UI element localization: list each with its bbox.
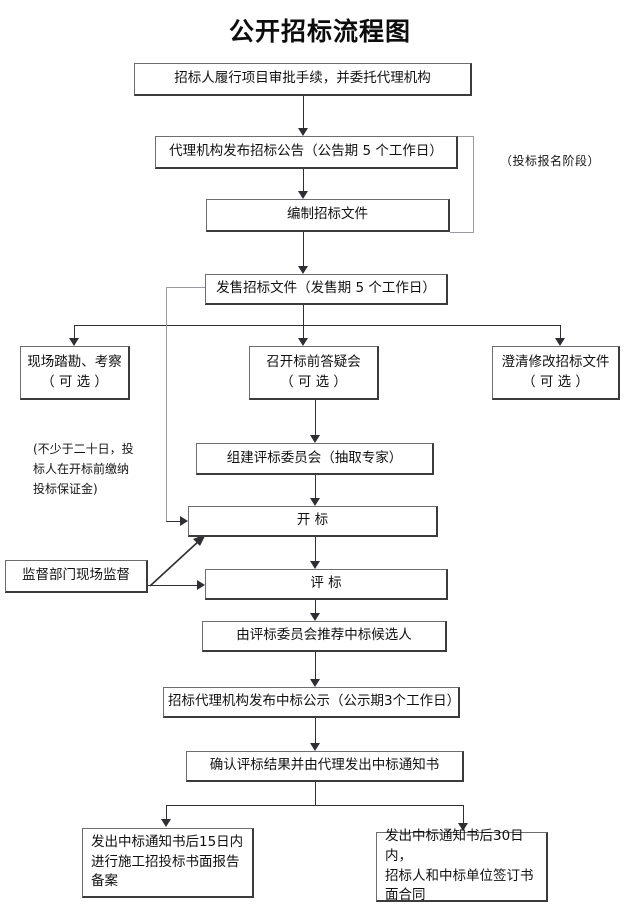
connector-bus-to-qa-meeting	[303, 325, 304, 338]
connector-sell-stem	[303, 305, 304, 326]
node-site-survey-label: 现场踏勘、考察 （ 可 选 ）	[27, 353, 122, 390]
node-supervision-label: 监督部门现场监督	[22, 567, 130, 584]
arrow-bus-to-report-15d-icon	[161, 819, 171, 827]
node-bid-review-label: 评 标	[310, 575, 342, 592]
connector-review-to-recommend	[315, 600, 316, 613]
node-bid-review[interactable]: 评 标	[205, 569, 448, 600]
bracket-top-segment	[458, 136, 474, 137]
feedback-rail-into-bid-opening	[166, 521, 180, 522]
node-approval-label: 招标人履行项目审批手续，并委托代理机构	[174, 70, 431, 87]
feedback-rail-top	[166, 287, 205, 288]
feedback-rail-vertical	[166, 287, 167, 522]
node-contract-30d[interactable]: 发出中标通知书后30日内， 招标人和中标单位签订书 面合同	[376, 828, 548, 903]
annotation-deposit-note: (不少于二十日，投 标人在开标前缴纳 投标保证金)	[33, 442, 134, 496]
node-qa-meeting-label: 召开标前答疑会 （ 可 选 ）	[266, 353, 361, 390]
arrow-qa-to-committee-icon	[310, 435, 320, 443]
arrow-bus-to-qa-meeting-icon	[298, 338, 308, 346]
connector-prepare-to-sell	[303, 232, 304, 266]
arrow-supervision-to-review-icon	[197, 580, 205, 590]
arrow-prepare-to-sell-icon	[298, 266, 308, 274]
connector-bus-to-report-15d	[166, 805, 167, 819]
connector-bus-to-contract-30d	[463, 805, 464, 823]
connector-publicity-to-notice	[315, 718, 316, 743]
connector-bid-opening-to-review	[315, 537, 316, 561]
node-report-15d[interactable]: 发出中标通知书后15日内 进行施工招投标书面报告 备案	[82, 828, 254, 898]
arrow-recommend-to-publicity-icon	[310, 679, 320, 687]
connector-supervision-to-review	[148, 585, 197, 586]
arrow-bus-to-site-survey-icon	[69, 338, 79, 346]
node-bid-opening[interactable]: 开 标	[188, 506, 438, 537]
arrow-bus-to-clarify-docs-icon	[555, 338, 565, 346]
connector-announcement-to-prepare	[303, 169, 304, 191]
page-title: 公开招标流程图	[228, 17, 411, 46]
node-sell-docs[interactable]: 发售招标文件（发售期 5 个工作日）	[205, 274, 448, 305]
node-notice[interactable]: 确认评标结果并由代理发出中标通知书	[186, 751, 464, 782]
node-qa-meeting[interactable]: 召开标前答疑会 （ 可 选 ）	[249, 346, 379, 400]
node-clarify-docs[interactable]: 澄清修改招标文件 （ 可 选 ）	[492, 346, 620, 400]
node-announcement[interactable]: 代理机构发布招标公告（公告期 5 个工作日）	[155, 136, 458, 169]
connector-recommend-to-publicity	[315, 652, 316, 679]
node-committee[interactable]: 组建评标委员会（抽取专家）	[196, 443, 434, 475]
connector-approval-to-announcement	[303, 96, 304, 128]
node-contract-30d-label: 发出中标通知书后30日内， 招标人和中标单位签订书 面合同	[385, 828, 534, 904]
node-prepare-docs-label: 编制招标文件	[287, 206, 368, 223]
node-publicity[interactable]: 招标代理机构发布中标公示（公示期3个工作日）	[163, 687, 460, 718]
arrow-publicity-to-notice-icon	[310, 743, 320, 751]
connector-supervision-to-bid-opening	[149, 534, 206, 587]
node-committee-label: 组建评标委员会（抽取专家）	[226, 449, 403, 466]
node-sell-docs-label: 发售招标文件（发售期 5 个工作日）	[216, 280, 436, 297]
annotation-registration-stage: （投标报名阶段）	[500, 154, 601, 168]
connector-optional-bus	[74, 325, 561, 326]
node-site-survey[interactable]: 现场踏勘、考察 （ 可 选 ）	[20, 346, 130, 400]
node-notice-label: 确认评标结果并由代理发出中标通知书	[209, 757, 440, 774]
node-bid-opening-label: 开 标	[296, 512, 329, 529]
arrow-committee-to-bid-opening-icon	[310, 498, 320, 506]
node-prepare-docs[interactable]: 编制招标文件	[206, 199, 450, 232]
arrow-feedback-to-bid-opening-icon	[180, 516, 188, 526]
node-report-15d-label: 发出中标通知书后15日内 进行施工招投标书面报告 备案	[91, 834, 244, 890]
arrow-announcement-to-prepare-icon	[298, 191, 308, 199]
connector-bottom-bus	[166, 805, 463, 806]
connector-qa-to-committee	[315, 400, 316, 435]
node-recommend[interactable]: 由评标委员会推荐中标候选人	[202, 621, 447, 652]
arrow-bus-to-contract-30d-icon	[458, 823, 468, 831]
arrow-approval-to-announcement-icon	[298, 128, 308, 136]
connector-bus-to-clarify-docs	[560, 325, 561, 338]
arrow-review-to-recommend-icon	[310, 613, 320, 621]
arrow-bid-opening-to-review-icon	[310, 561, 320, 569]
node-announcement-label: 代理机构发布招标公告（公告期 5 个工作日）	[169, 143, 443, 160]
node-supervision[interactable]: 监督部门现场监督	[5, 560, 148, 593]
node-recommend-label: 由评标委员会推荐中标候选人	[236, 627, 412, 644]
bracket-vertical-segment	[473, 136, 474, 232]
connector-committee-to-bid-opening	[315, 475, 316, 498]
bracket-bottom-segment	[450, 232, 474, 233]
connector-notice-stem	[315, 782, 316, 806]
node-clarify-docs-label: 澄清修改招标文件 （ 可 选 ）	[501, 353, 610, 390]
node-approval[interactable]: 招标人履行项目审批手续，并委托代理机构	[134, 63, 472, 96]
connector-bus-to-site-survey	[74, 325, 75, 338]
node-publicity-label: 招标代理机构发布中标公示（公示期3个工作日）	[168, 693, 461, 710]
